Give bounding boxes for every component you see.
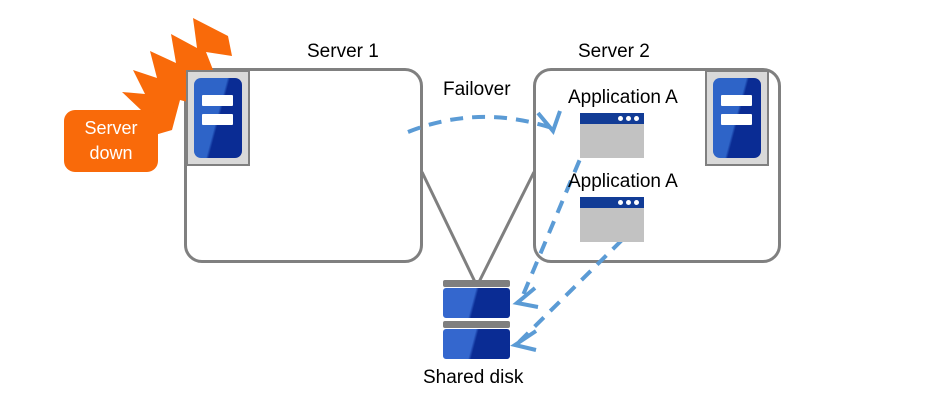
app-window-icon	[580, 113, 644, 158]
server-icon-bar-1	[720, 94, 753, 106]
shared-disk-icon	[443, 280, 510, 362]
server2-disk-connector	[476, 171, 536, 285]
shared-disk-platter	[443, 329, 510, 359]
app-window-dot	[626, 116, 631, 121]
application-label: Application A	[568, 171, 678, 192]
app-window-dot	[634, 116, 639, 121]
shared-disk-label: Shared disk	[423, 367, 524, 388]
app-window-dot	[626, 200, 631, 205]
shared-disk-cap	[443, 321, 510, 328]
app2-disk-arrowhead	[510, 329, 538, 352]
server-down-badge: Server down	[64, 110, 158, 172]
app-window-dot	[634, 200, 639, 205]
app-window-dot	[618, 200, 623, 205]
server-icon	[705, 70, 769, 166]
server2-title: Server 2	[578, 41, 650, 62]
server-icon-bar-2	[201, 114, 234, 126]
server-icon	[186, 70, 250, 166]
server-down-badge-line1: Server	[84, 118, 138, 138]
server1-title: Server 1	[307, 41, 379, 62]
server1-disk-connector	[420, 171, 478, 285]
app-window-dot	[618, 116, 623, 121]
shared-disk-cap	[443, 280, 510, 287]
app2-disk-arrow-path	[517, 238, 624, 344]
app1-disk-arrow-path	[519, 139, 590, 301]
app1-disk-arrowhead	[512, 286, 539, 309]
app-window-titlebar	[580, 197, 644, 208]
app-window-titlebar	[580, 113, 644, 124]
lightning-bolt-icon	[122, 18, 232, 137]
failover-label: Failover	[443, 79, 511, 100]
server-icon-body	[713, 78, 761, 158]
app-window-icon	[580, 197, 644, 242]
server-icon-body	[194, 78, 242, 158]
shared-disk-platter	[443, 288, 510, 318]
server-icon-bar-1	[201, 94, 234, 106]
server-icon-bar-2	[720, 114, 753, 126]
application-label: Application A	[568, 87, 678, 108]
server-down-badge-line2: down	[89, 143, 133, 163]
failover-arrow-path	[407, 114, 553, 134]
failover-arrowhead	[536, 110, 562, 135]
